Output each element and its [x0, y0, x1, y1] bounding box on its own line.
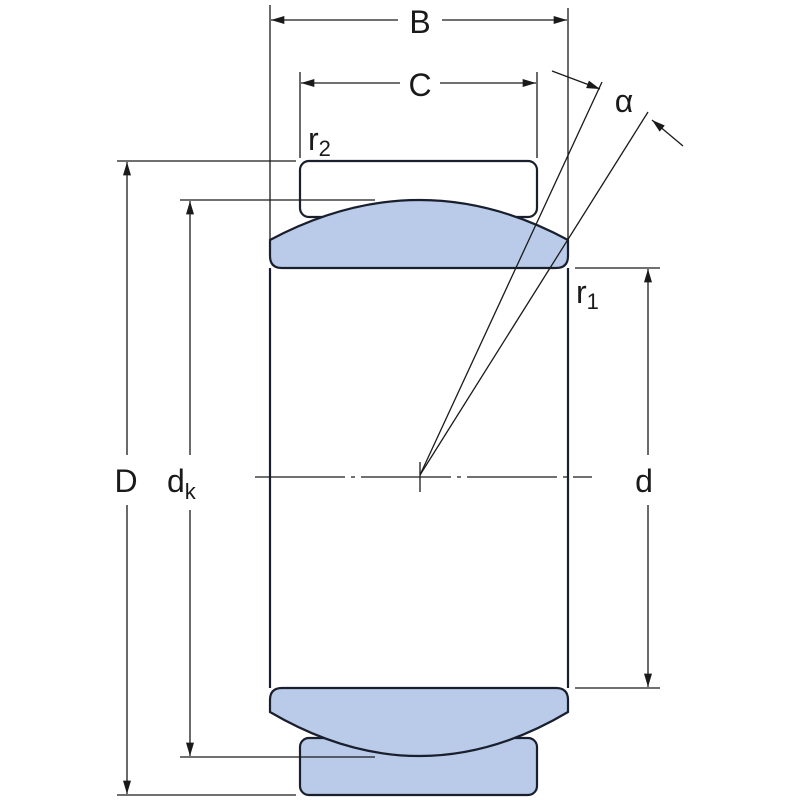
label-d-outer: D [114, 463, 137, 499]
label-r1: r1 [576, 274, 599, 314]
alpha-line-1 [419, 81, 603, 476]
label-d-bore: d [635, 463, 653, 499]
label-r2: r2 [308, 121, 331, 161]
label-alpha: α [615, 83, 634, 119]
alpha-line-2 [419, 111, 649, 476]
label-b: B [409, 4, 430, 40]
inner-ring-top [268, 199, 570, 270]
label-c: C [408, 67, 431, 103]
alpha-arrow-1 [551, 70, 601, 90]
alpha-arrow-2 [651, 119, 684, 147]
inner-ring-bottom [268, 686, 570, 757]
label-dk: dk [167, 463, 197, 504]
